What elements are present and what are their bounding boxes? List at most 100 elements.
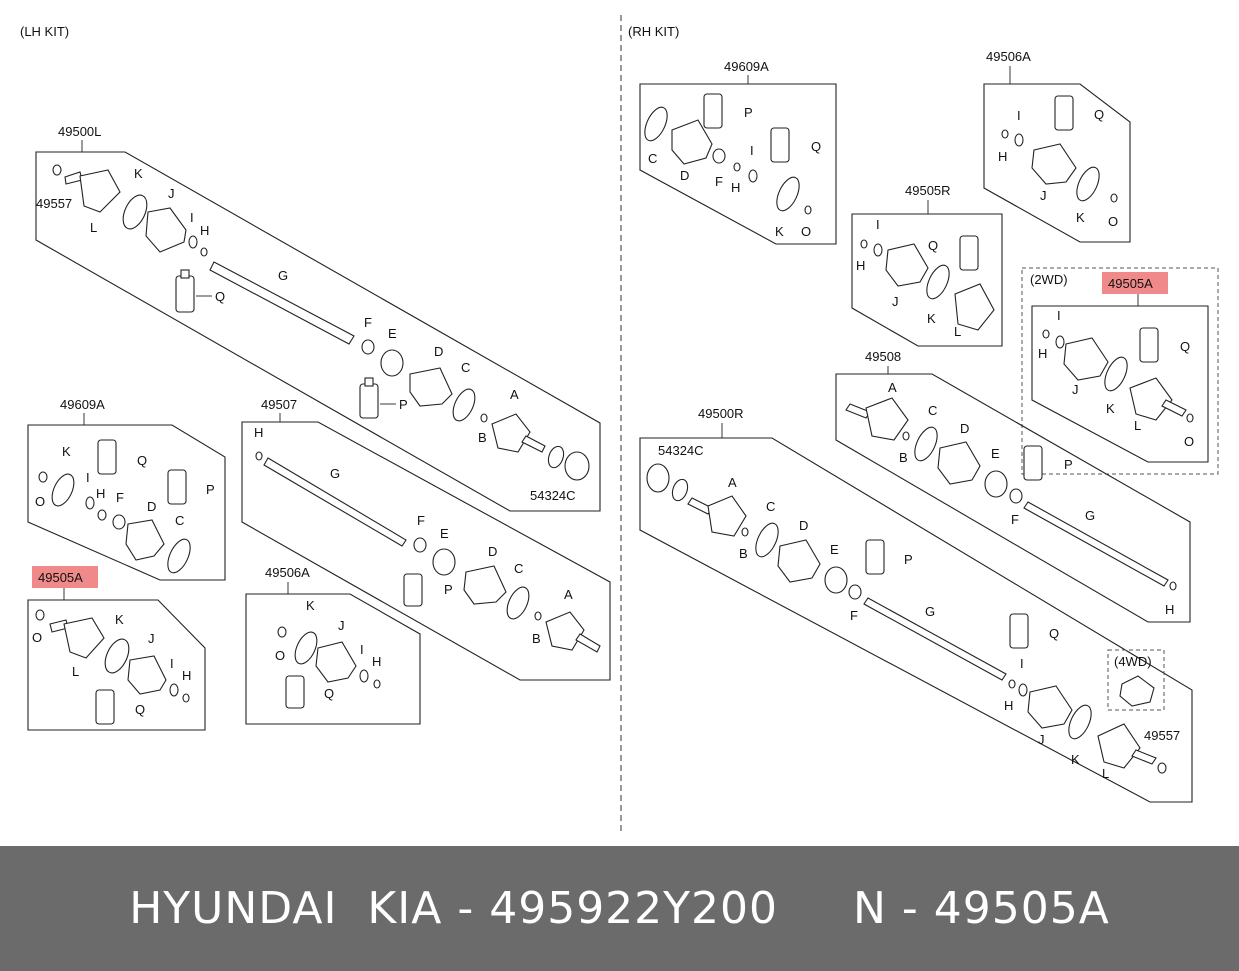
part-label-C: C [175, 513, 184, 528]
part-label-K: K [775, 224, 784, 239]
part-label-A: A [564, 587, 573, 602]
highlight-badge [32, 566, 98, 588]
part-label-E: E [830, 542, 839, 557]
lh-assy-parts: 49557 L K J I H Q G F E D C [36, 164, 590, 503]
rh-kit-49508: 49508 A B C D E F P G H [835, 349, 1191, 623]
part-label-A: A [888, 380, 897, 395]
part-label-K: K [927, 311, 936, 326]
part-label-I: I [876, 217, 880, 232]
part-label-I: I [190, 210, 194, 225]
part-label-B: B [739, 546, 748, 561]
rh-2wd-group: (2WD) 49505A H I J Q K L O [1021, 267, 1219, 475]
parts-diagram: (LH KIT) 49500L 49557 L K J I H Q G [20, 15, 1219, 835]
part-label-L: L [72, 664, 79, 679]
joint-housing-icon [79, 169, 121, 213]
part-label-I: I [1020, 656, 1024, 671]
rh-kit-49609a-title: 49609A [724, 59, 769, 74]
part-label-Q: Q [135, 702, 145, 717]
part-label-O: O [275, 648, 285, 663]
tone-ring-icon [646, 463, 670, 493]
part-label-E: E [440, 526, 449, 541]
diagram-canvas: (LH KIT) 49500L 49557 L K J I H Q G [20, 15, 1219, 835]
clamp-icon [122, 194, 148, 230]
part-label-K: K [1076, 210, 1085, 225]
part-label-C: C [928, 403, 937, 418]
part-label-O: O [1108, 214, 1118, 229]
part-label-F: F [1011, 512, 1019, 527]
part-label-K: K [115, 612, 124, 627]
part-label-D: D [434, 344, 443, 359]
part-label-J: J [1040, 188, 1047, 203]
part-label-D: D [799, 518, 808, 533]
lh-kit-49506a: 49506A O K J I H Q [245, 565, 421, 725]
part-label-K: K [1106, 401, 1115, 416]
part-label-J: J [1072, 382, 1079, 397]
rh-4wd-group: (4WD) [1107, 649, 1165, 711]
part-label-H: H [254, 425, 263, 440]
part-label-O: O [32, 630, 42, 645]
part-label-L: L [1102, 766, 1109, 781]
part-label-F: F [850, 608, 858, 623]
part-label-54324c: 54324C [530, 488, 576, 503]
part-label-F: F [715, 174, 723, 189]
part-label-I: I [750, 143, 754, 158]
part-label-P: P [399, 397, 408, 412]
part-label-E: E [388, 326, 397, 341]
lh-kit-label: (LH KIT) [20, 24, 69, 39]
rh-assy-title: 49500R [698, 406, 744, 421]
lh-assembly-frame: 49500L [35, 124, 601, 512]
part-label-P: P [444, 582, 453, 597]
part-label-H: H [1004, 698, 1013, 713]
part-label-Q: Q [1180, 339, 1190, 354]
part-label-K: K [306, 598, 315, 613]
part-label-F: F [417, 513, 425, 528]
part-label-H: H [372, 654, 381, 669]
lh-kit-49609a: 49609A O K Q P I H F D C [27, 397, 226, 581]
part-label-Q: Q [324, 686, 334, 701]
rh-kit-49508-title: 49508 [865, 349, 901, 364]
part-label-54324c: 54324C [658, 443, 704, 458]
part-label-B: B [478, 430, 487, 445]
part-label-Q: Q [811, 139, 821, 154]
part-label-D: D [147, 499, 156, 514]
rh-kit-49506a-title: 49506A [986, 49, 1031, 64]
grease-tube-icon [175, 275, 195, 313]
shaft-icon [209, 261, 355, 345]
part-label-Q: Q [1049, 626, 1059, 641]
lh-kit-49506a-title: 49506A [265, 565, 310, 580]
footer-bar: HYUNDAI KIA - 495922Y200 N - 49505A [0, 846, 1239, 971]
part-label-K: K [1071, 752, 1080, 767]
part-label-A: A [510, 387, 519, 402]
part-label-B: B [532, 631, 541, 646]
part-label-L: L [90, 220, 97, 235]
part-label-G: G [278, 268, 288, 283]
rh-kit-49506a: 49506A H I Q J K O [983, 49, 1131, 243]
part-label-Q: Q [928, 238, 938, 253]
part-label-O: O [35, 494, 45, 509]
part-label-49557: 49557 [36, 196, 72, 211]
part-label-J: J [148, 631, 155, 646]
part-label-I: I [86, 470, 90, 485]
part-label-K: K [62, 444, 71, 459]
lh-kit-49505a: 49505A O L K J I H Q [27, 566, 206, 731]
part-label-I: I [1057, 308, 1061, 323]
lh-kit-49507-title: 49507 [261, 397, 297, 412]
part-label-E: E [991, 446, 1000, 461]
part-label-K: K [134, 166, 143, 181]
part-label-Q: Q [215, 289, 225, 304]
part-label-P: P [206, 482, 215, 497]
outer-joint-icon [491, 413, 531, 453]
part-label-Q: Q [137, 453, 147, 468]
part-label-L: L [1134, 418, 1141, 433]
part-label-I: I [170, 656, 174, 671]
rh-4wd-label: (4WD) [1114, 654, 1152, 669]
boot-icon [145, 207, 187, 253]
part-label-H: H [200, 223, 209, 238]
rh-kit-49609a: 49609A C D P F H I Q K O [639, 59, 837, 245]
rh-kit-49505r: 49505R H I J Q K L [851, 183, 1003, 347]
tone-ring-icon [564, 451, 590, 481]
part-label-C: C [766, 499, 775, 514]
part-label-D: D [488, 544, 497, 559]
part-label-H: H [998, 149, 1007, 164]
part-label-H: H [1038, 346, 1047, 361]
